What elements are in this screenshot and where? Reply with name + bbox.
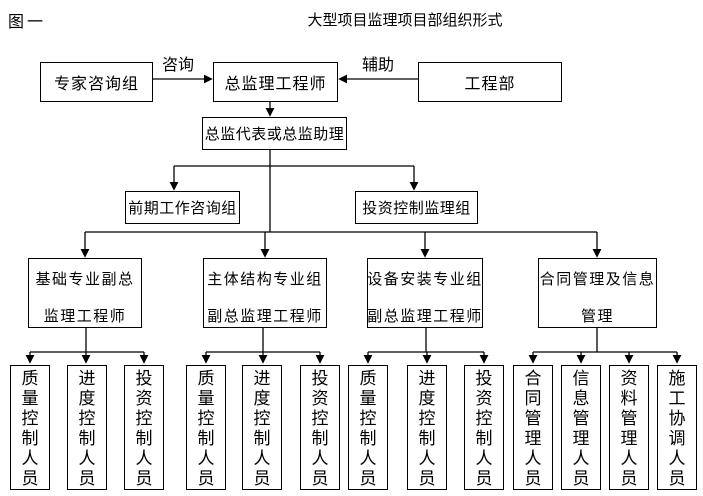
staff-box-investment-3: 投资控制人员 xyxy=(464,365,504,490)
staff-box-investment-2: 投资控制人员 xyxy=(300,365,340,490)
node-label-line2: 副总监理工程师 xyxy=(207,307,323,325)
node-equipment-install-deputy-chief: 设备安装专业组 副总监理工程师 xyxy=(367,258,483,328)
edge-label-assist: 辅助 xyxy=(362,55,395,74)
staff-box-progress-2: 进度控制人员 xyxy=(242,365,282,490)
node-foundation-deputy-chief: 基础专业副总 监理工程师 xyxy=(28,258,142,328)
staff-box-label: 投资控制人员 xyxy=(475,369,493,489)
staff-box-information: 信息管理人员 xyxy=(561,365,601,490)
node-label-line1: 主体结构专业组 xyxy=(207,270,323,288)
node-chief-rep-or-assistant: 总监代表或总监助理 xyxy=(202,117,347,150)
staff-box-progress-3: 进度控制人员 xyxy=(407,365,447,490)
node-label-line2: 监理工程师 xyxy=(43,307,127,325)
node-contract-info-management: 合同管理及信息 管理 xyxy=(538,258,657,328)
staff-box-label: 进度控制人员 xyxy=(253,369,271,489)
chart-title: 大型项目监理项目部组织形式 xyxy=(307,11,503,29)
staff-box-quality-3: 质量控制人员 xyxy=(348,365,388,490)
node-investment-control-group: 投资控制监理组 xyxy=(355,191,478,224)
staff-box-label: 质量控制人员 xyxy=(359,369,377,489)
node-label-line1: 设备安装专业组 xyxy=(367,270,483,288)
staff-box-label: 质量控制人员 xyxy=(21,369,39,489)
figure-label: 图一 xyxy=(8,12,47,31)
staff-box-construction-coord: 施工协调人员 xyxy=(657,365,697,490)
staff-box-quality-1: 质量控制人员 xyxy=(10,365,50,490)
staff-box-label: 进度控制人员 xyxy=(418,369,436,489)
staff-box-label: 信息管理人员 xyxy=(572,369,590,489)
staff-box-investment-1: 投资控制人员 xyxy=(124,365,164,490)
node-early-work-consult-group: 前期工作咨询组 xyxy=(125,191,240,224)
node-label-line1: 合同管理及信息 xyxy=(539,270,656,288)
edge-label-consult: 咨询 xyxy=(162,55,195,74)
staff-box-label: 质量控制人员 xyxy=(197,369,215,489)
staff-box-label: 投资控制人员 xyxy=(311,369,329,489)
staff-box-contract: 合同管理人员 xyxy=(513,365,553,490)
node-engineering-dept: 工程部 xyxy=(418,62,562,102)
staff-box-label: 资料管理人员 xyxy=(620,369,638,489)
staff-box-label: 投资控制人员 xyxy=(135,369,153,489)
staff-box-label: 合同管理人员 xyxy=(524,369,542,489)
node-chief-supervision-engineer: 总监理工程师 xyxy=(213,62,338,102)
staff-box-documents: 资料管理人员 xyxy=(609,365,649,490)
node-label-line2: 管理 xyxy=(580,307,614,325)
node-main-structure-deputy-chief: 主体结构专业组 副总监理工程师 xyxy=(203,258,327,328)
staff-box-progress-1: 进度控制人员 xyxy=(67,365,107,490)
node-label-line2: 副总监理工程师 xyxy=(367,307,483,325)
staff-box-label: 进度控制人员 xyxy=(78,369,96,489)
staff-box-label: 施工协调人员 xyxy=(668,369,686,489)
node-expert-consult-group: 专家咨询组 xyxy=(40,62,153,102)
node-label-line1: 基础专业副总 xyxy=(35,270,135,288)
staff-box-quality-2: 质量控制人员 xyxy=(186,365,226,490)
